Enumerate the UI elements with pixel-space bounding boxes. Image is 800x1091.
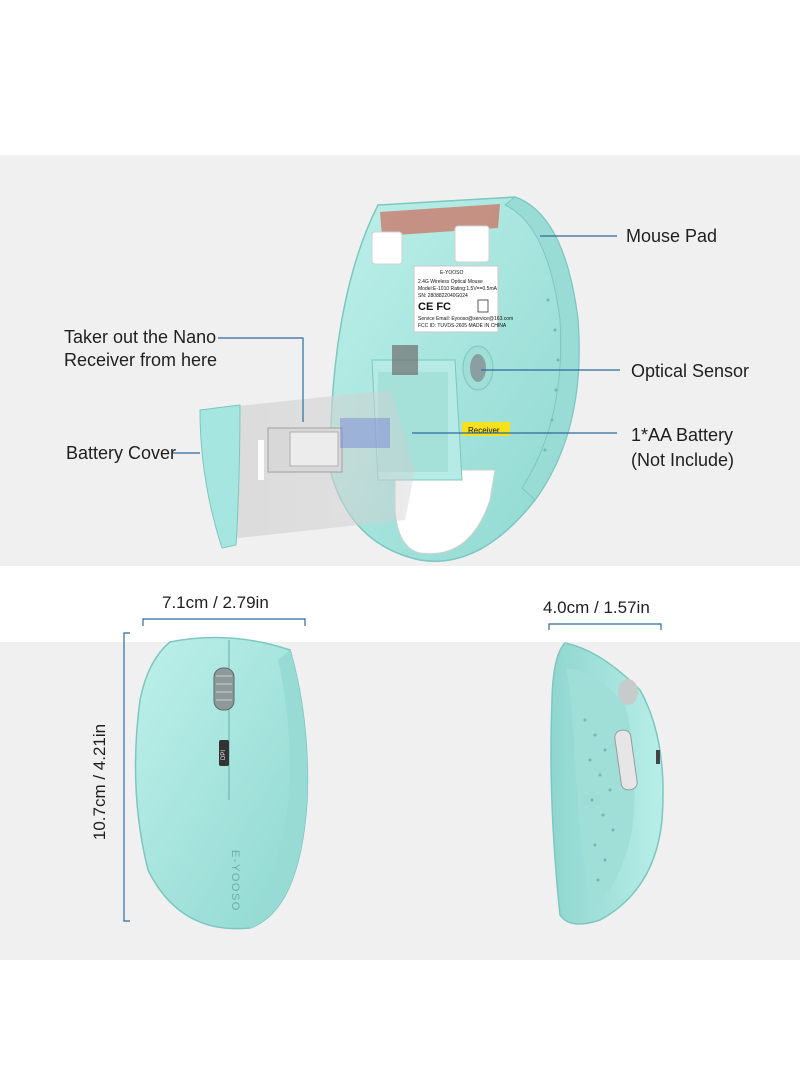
label-line5: FCC ID: TUVDS-2605 MADE IN CHINA (418, 323, 507, 329)
dimension-height: 4.0cm / 1.57in (543, 598, 650, 617)
mouse-side-view (550, 642, 664, 925)
label-line3: SN: 2808822040G024 (418, 293, 468, 299)
mouse-top-view: DPI E-YOOSO (134, 636, 309, 930)
battery-cover (199, 404, 241, 549)
callout-lines-top (172, 235, 620, 454)
callout-nano-line1: Taker out the Nano (64, 327, 217, 347)
callout-battery-line2: (Not Include) (631, 450, 735, 470)
receiver-sticker-text: Receiver (468, 426, 500, 435)
label-certs: CE FC (418, 301, 451, 313)
label-brand: E-YOOSO (440, 270, 463, 276)
grip-texture (543, 298, 615, 882)
top-view-brand: E-YOOSO (229, 850, 241, 912)
optical-sensor (470, 354, 486, 382)
dimension-width: 7.1cm / 2.79in (162, 593, 269, 612)
side-buttons (614, 729, 638, 791)
bottom-label (413, 265, 499, 333)
callout-battery-cover: Battery Cover (66, 443, 177, 463)
dimension-length: 10.7cm / 4.21in (90, 723, 109, 841)
dpi-button (219, 740, 229, 766)
dimension-lines (123, 618, 662, 922)
battery-cover-assembly (199, 390, 415, 549)
callout-battery-line1: 1*AA Battery (631, 425, 734, 445)
weee-icon (477, 299, 489, 313)
label-line1: 2.4G Wireless Optical Mouse (418, 279, 483, 285)
bottom-panel (0, 642, 800, 960)
label-line4: Service Email: Eyooso@service@163.com (418, 316, 513, 322)
dpi-button-text: DPI (221, 750, 227, 760)
callout-optical-sensor: Optical Sensor (631, 361, 750, 381)
callout-nano-line2: Receiver from here (64, 350, 218, 370)
label-line2: Model:E-1010 Rating:1.5V==0.5mA (418, 286, 498, 292)
scroll-wheel (213, 667, 235, 711)
callout-mouse-pad: Mouse Pad (626, 226, 718, 246)
